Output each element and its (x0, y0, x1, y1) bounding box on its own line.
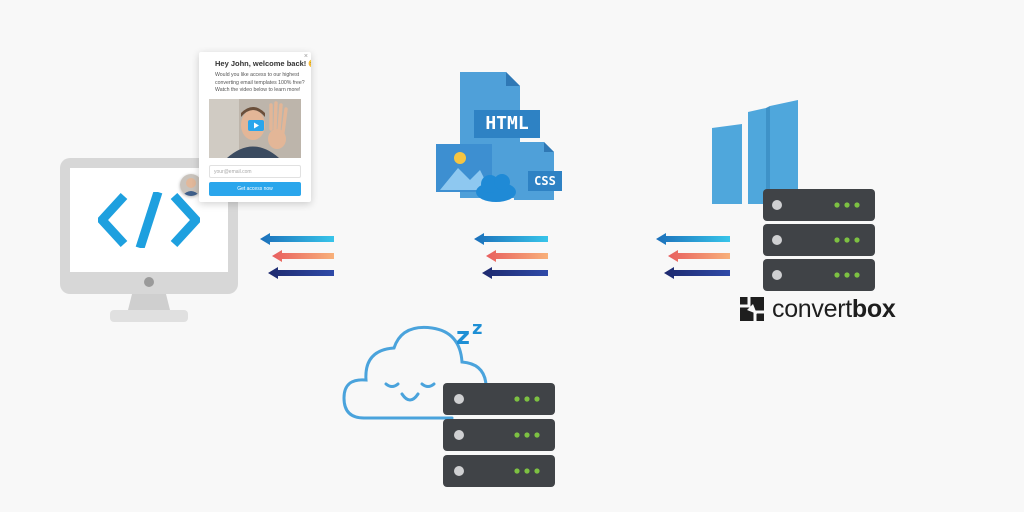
arrow-left-icon (268, 267, 334, 279)
code-icon (98, 192, 200, 248)
web-files-illustration: HTML CSS (436, 72, 566, 204)
arrow-left-icon (272, 250, 334, 262)
popup-card: × Hey John, welcome back! 😊 Would you li… (199, 52, 311, 202)
convertbox-logo: convertbox (740, 294, 896, 323)
arrow-left-icon (474, 233, 548, 245)
convertbox-logo-icon (740, 297, 764, 321)
avatar (180, 174, 202, 196)
arrow-group-middle (474, 232, 550, 280)
arrow-group-left (260, 232, 336, 280)
arrow-left-icon (668, 250, 730, 262)
arrow-left-icon (664, 267, 730, 279)
arrow-left-icon (482, 267, 548, 279)
arrow-left-icon (260, 233, 334, 245)
arrow-left-icon (486, 250, 548, 262)
buildings-icon (712, 100, 804, 204)
video-thumbnail[interactable] (209, 99, 301, 158)
email-field[interactable]: your@email.com (209, 165, 301, 178)
server-icon (443, 383, 557, 487)
arrow-group-right (656, 232, 732, 280)
css-badge: CSS (528, 171, 562, 191)
server-icon (763, 189, 877, 291)
cloud-icon (476, 174, 516, 202)
popup-title: Hey John, welcome back! 😊 (215, 59, 311, 68)
sleeping-cloud-icon (342, 322, 492, 422)
popup-body: Would you like access to our highest con… (215, 72, 305, 94)
email-placeholder: your@email.com (214, 169, 252, 175)
desktop-monitor (60, 158, 238, 324)
html-badge: HTML (474, 110, 540, 138)
brand-name: convertbox (772, 294, 896, 323)
arrow-left-icon (656, 233, 730, 245)
close-icon[interactable]: × (303, 53, 308, 60)
get-access-button[interactable]: Get access now (209, 182, 301, 196)
smile-icon: 😊 (308, 59, 311, 68)
play-icon[interactable] (248, 120, 264, 131)
